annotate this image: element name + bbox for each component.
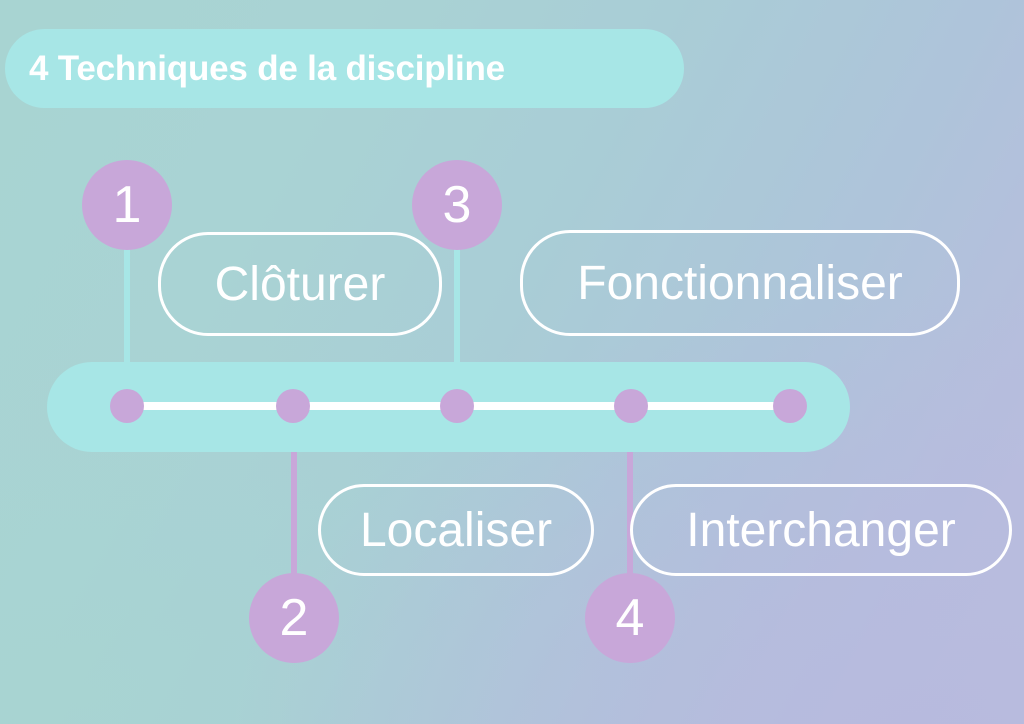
label-text-fonctionnaliser: Fonctionnaliser [577, 256, 903, 310]
timeline-dot-4[interactable] [614, 389, 648, 423]
number-bubble-4-text: 4 [615, 589, 645, 647]
number-bubble-1[interactable]: 1 [82, 160, 172, 250]
number-bubble-2-text: 2 [279, 589, 309, 647]
timeline-dot-2[interactable] [276, 389, 310, 423]
label-pill-interchanger[interactable]: Interchanger [630, 484, 1012, 576]
number-bubble-1-text: 1 [112, 176, 142, 234]
label-text-cloturer: Clôturer [214, 257, 386, 311]
number-bubble-3[interactable]: 3 [412, 160, 502, 250]
timeline-dot-1[interactable] [110, 389, 144, 423]
number-bubble-4[interactable]: 4 [585, 573, 675, 663]
number-bubble-3-text: 3 [442, 176, 472, 234]
label-pill-cloturer[interactable]: Clôturer [158, 232, 442, 336]
connector-stem-3 [454, 205, 460, 380]
label-pill-localiser[interactable]: Localiser [318, 484, 594, 576]
label-pill-fonctionnaliser[interactable]: Fonctionnaliser [520, 230, 960, 336]
connector-stem-1 [124, 205, 130, 380]
connector-stem-2 [291, 432, 297, 622]
title-pill: 4 Techniques de la discipline [5, 29, 684, 108]
label-text-interchanger: Interchanger [686, 503, 956, 557]
timeline-dot-5[interactable] [773, 389, 807, 423]
page-title: 4 Techniques de la discipline [29, 48, 505, 88]
timeline-dot-3[interactable] [440, 389, 474, 423]
label-text-localiser: Localiser [359, 503, 553, 557]
number-bubble-2[interactable]: 2 [249, 573, 339, 663]
